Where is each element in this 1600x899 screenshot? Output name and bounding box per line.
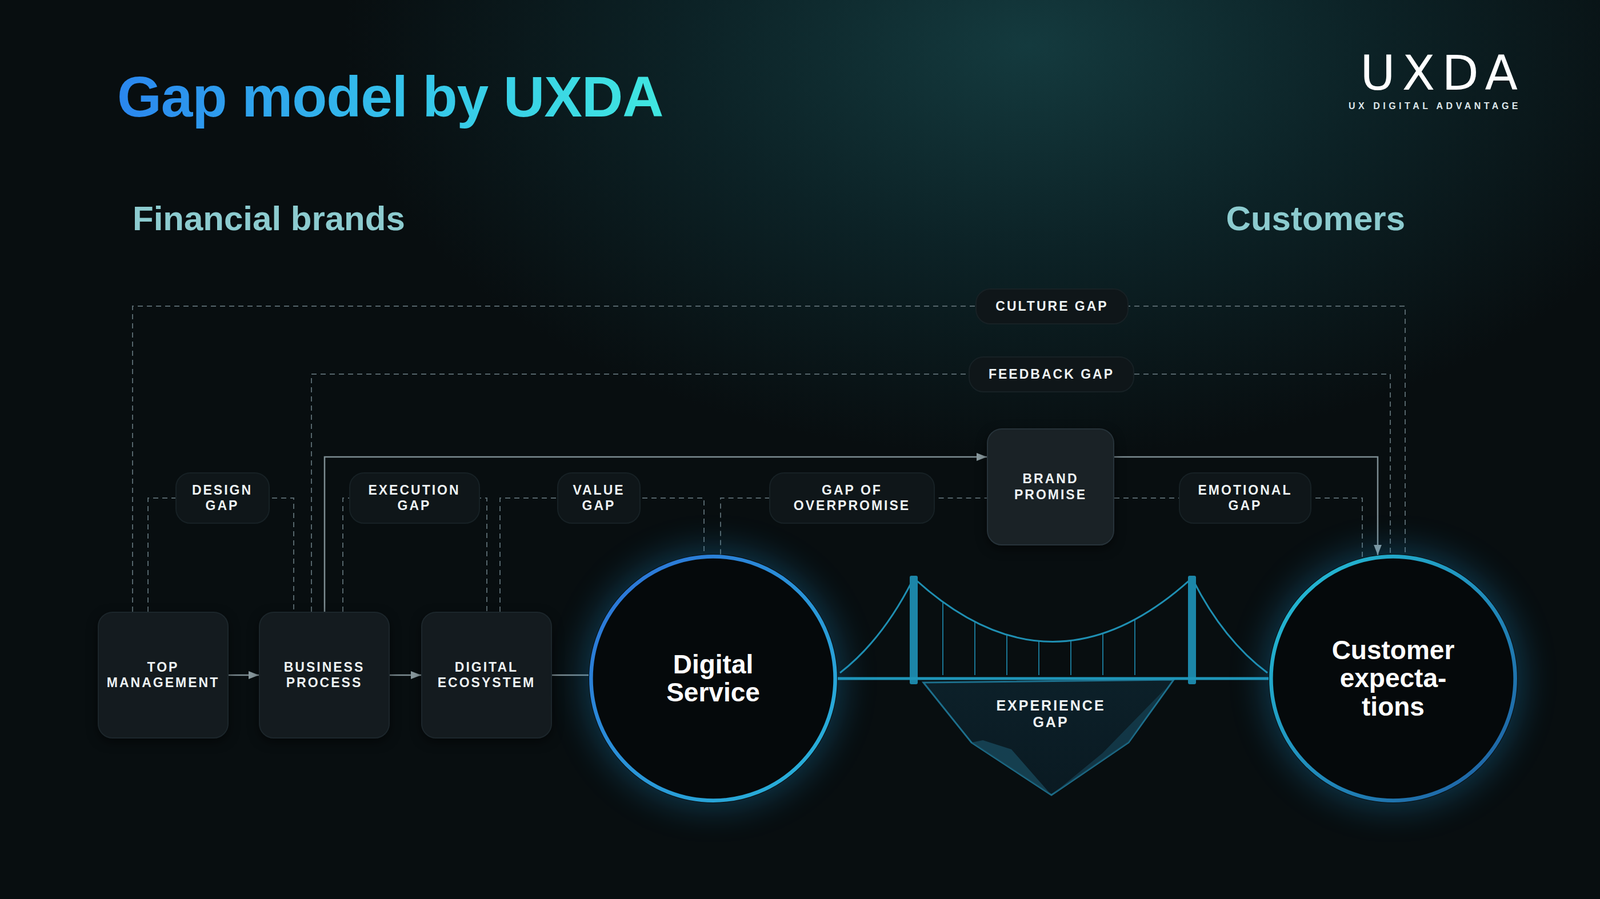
gorge-shade: [971, 740, 1052, 796]
gap-line: [132, 306, 1406, 612]
gorge: [923, 680, 1174, 796]
node-text: DIGITAL ECOSYSTEM: [428, 660, 546, 691]
bridge-hanger: [974, 621, 976, 676]
flow-arrow: [552, 674, 589, 677]
gap-label: VALUE GAP: [557, 472, 641, 524]
bridge-hanger: [942, 602, 944, 676]
bridge-hanger: [1038, 641, 1040, 676]
bridge-hanger: [1134, 620, 1136, 676]
page-title: Gap model by UXDA: [117, 64, 663, 130]
gap-line: [311, 374, 1391, 612]
flow-arrow: [228, 674, 259, 677]
circle-shape: [590, 556, 835, 801]
bridge-tower: [909, 576, 918, 685]
gap-label: CULTURE GAP: [975, 288, 1129, 325]
bridge-hanger: [1102, 633, 1104, 676]
bridge-tower: [1188, 576, 1196, 685]
logo-wordmark: UXDA: [1360, 49, 1525, 98]
group-heading: Customers: [1226, 200, 1406, 238]
gap-label: FEEDBACK GAP: [968, 356, 1135, 393]
bridge-cable: [913, 578, 1192, 643]
service-circle: Digital Service: [588, 554, 838, 804]
bridge-hanger: [1070, 641, 1072, 676]
promise-box: BRAND PROMISE: [986, 428, 1115, 546]
bridge-cable: [1192, 578, 1268, 674]
group-heading: Financial brands: [132, 200, 406, 238]
bridge-deck: [837, 677, 1269, 681]
gap-label: DESIGN GAP: [175, 472, 270, 524]
flow-arrow: [389, 674, 422, 677]
node-text: Digital Service: [630, 650, 796, 707]
gap-label: EMOTIONAL GAP: [1178, 472, 1312, 524]
node-text: BUSINESS PROCESS: [265, 660, 383, 691]
bridge-hangers: [942, 602, 1135, 676]
logo-tagline: UX DIGITAL ADVANTAGE: [1348, 101, 1522, 111]
node-text: Customer expecta- tions: [1310, 636, 1476, 722]
gap-label: GAP OF OVERPROMISE: [769, 472, 935, 524]
process-box: BUSINESS PROCESS: [258, 612, 390, 739]
node-text: BRAND PROMISE: [993, 471, 1108, 503]
bridge-hanger: [1006, 634, 1008, 676]
process-box: TOP MANAGEMENT: [97, 612, 229, 739]
bridge-label: EXPERIENCE GAP: [979, 695, 1123, 734]
expectations-circle: Customer expecta- tions: [1268, 554, 1518, 804]
node-text: TOP MANAGEMENT: [104, 660, 222, 691]
circle-shape: [1270, 556, 1515, 801]
flow-arrow: [1114, 457, 1378, 556]
bridge-cable: [840, 578, 914, 674]
gap-label: EXECUTION GAP: [349, 472, 480, 524]
process-box: DIGITAL ECOSYSTEM: [421, 612, 552, 739]
